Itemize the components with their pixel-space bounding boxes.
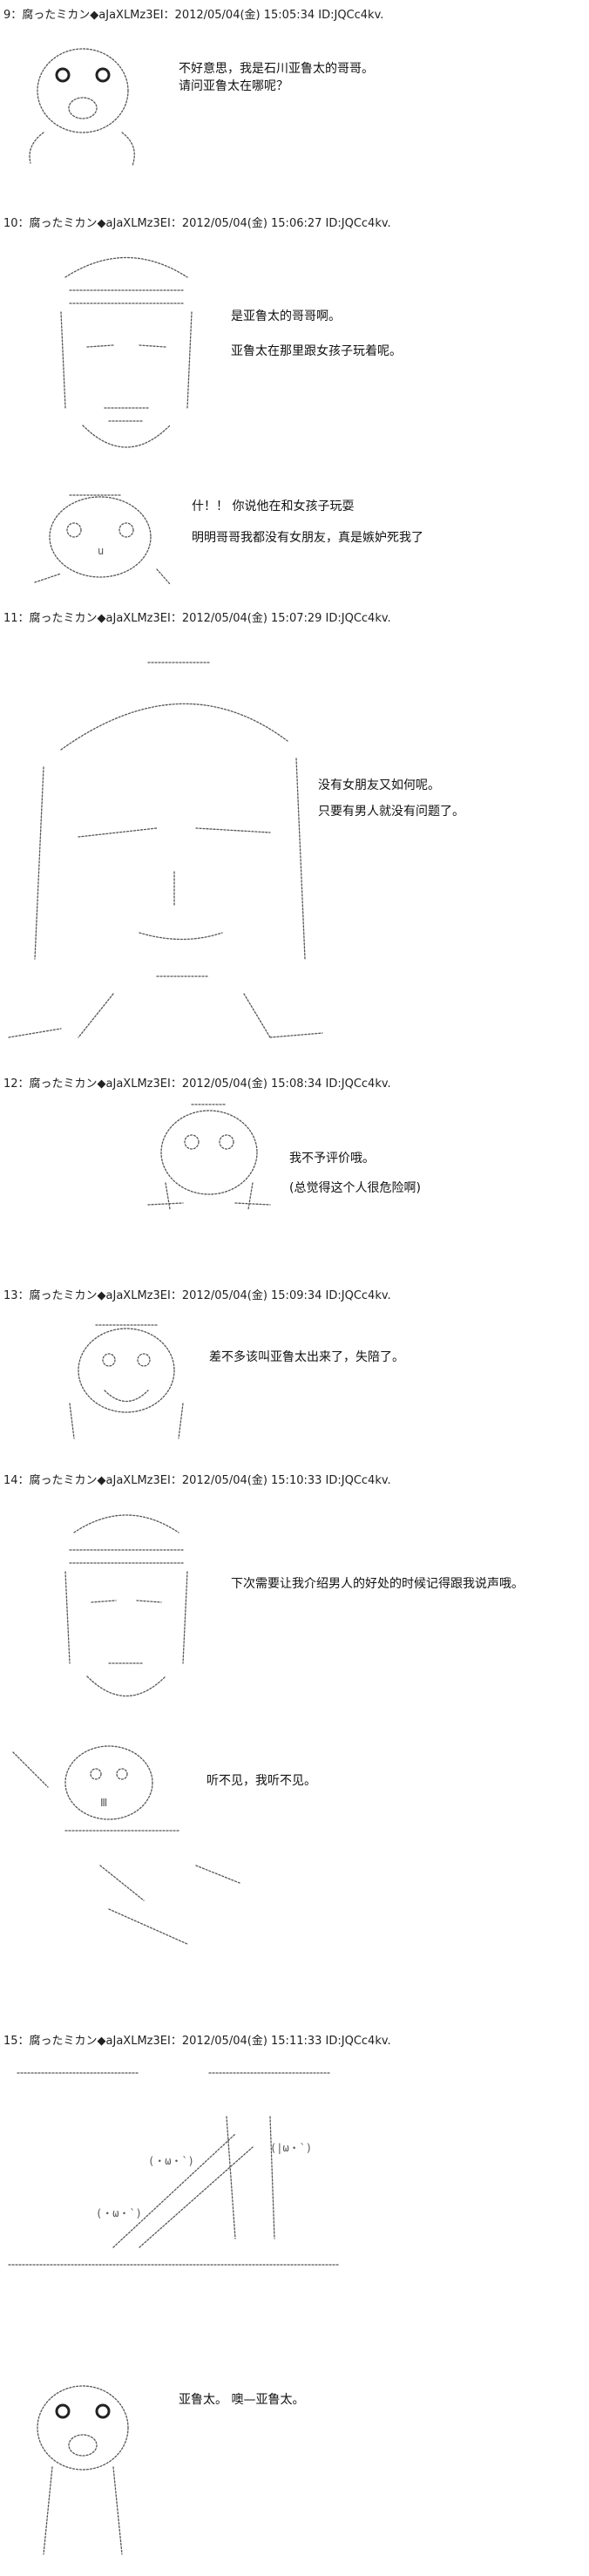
post-header-14: 14：腐ったミカン◆aJaXLMz3EI：2012/05/04(金) 15:10… <box>3 1474 391 1487</box>
man-face-art-2 <box>48 1498 205 1710</box>
post-header-9: 9：腐ったミカン◆aJaXLMz3EI：2012/05/04(金) 15:05:… <box>3 9 384 22</box>
post-line: 是亚鲁太的哥哥啊。 <box>231 309 341 323</box>
small-face-art: u <box>26 486 174 595</box>
covering-ears-art: Ⅲ <box>12 1735 309 1947</box>
post-line: 差不多该叫亚鲁太出来了，失陪了。 <box>209 1350 404 1364</box>
post-header-11: 11：腐ったミカン◆aJaXLMz3EI：2012/05/04(金) 15:07… <box>3 612 391 625</box>
post-line: 不好意思，我是石川亚鲁太的哥哥。 <box>179 62 374 76</box>
large-man-face-art <box>8 645 323 1050</box>
character-eyes-2: (・ω・`) <box>96 2207 142 2219</box>
post-header-13: 13：腐ったミカン◆aJaXLMz3EI：2012/05/04(金) 15:09… <box>3 1289 391 1302</box>
man-face-art <box>48 242 205 464</box>
nose-label: u <box>98 545 104 557</box>
post-line: 没有女朋友又如何呢。 <box>318 778 440 792</box>
post-line: 亚鲁太在那里跟女孩子玩着呢。 <box>231 344 402 358</box>
post-line: 听不见，我听不见。 <box>206 1774 316 1788</box>
character-eyes-3: (|ω・`) <box>270 2142 312 2154</box>
post-line: 什！！ 你说他在和女孩子玩耍 <box>192 500 355 513</box>
hands-over-face-art <box>131 1100 288 1217</box>
post-line: 只要有男人就没有问题了。 <box>318 805 464 819</box>
post-line: 我不予评价哦。 <box>289 1152 375 1166</box>
character-eyes-1: (・ω・`) <box>148 2155 194 2167</box>
post-line: 明明哥哥我都没有女朋友，真是嫉妒死我了 <box>192 531 423 545</box>
post-line: 亚鲁太。 噢—亚鲁太。 <box>179 2393 305 2407</box>
bald-man-art <box>17 45 148 171</box>
slide-scene-art: (・ω・`) (・ω・`) (|ω・`) <box>8 2064 341 2277</box>
bowing-face-art <box>52 1316 200 1451</box>
bald-man-art-2 <box>17 2380 148 2575</box>
post-line: 请问亚鲁太在哪呢？ <box>179 79 288 93</box>
post-line: 下次需要让我介绍男人的好处的时候记得跟我说声哦。 <box>231 1577 524 1591</box>
post-header-15: 15：腐ったミカン◆aJaXLMz3EI：2012/05/04(金) 15:11… <box>3 2035 391 2048</box>
post-line: (总觉得这个人很危险啊) <box>289 1181 421 1195</box>
post-header-10: 10：腐ったミカン◆aJaXLMz3EI：2012/05/04(金) 15:06… <box>3 217 391 230</box>
sign-text: Ⅲ <box>100 1797 107 1809</box>
post-header-12: 12：腐ったミカン◆aJaXLMz3EI：2012/05/04(金) 15:08… <box>3 1077 391 1091</box>
